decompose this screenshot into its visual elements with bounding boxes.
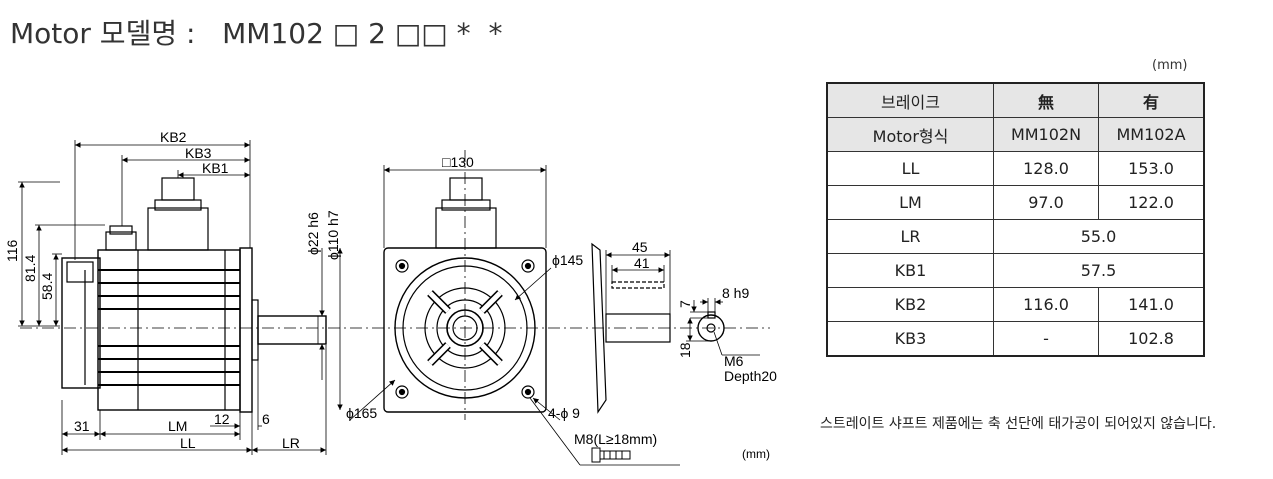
dim-41: 41 <box>634 255 650 271</box>
subheader-a: MM102A <box>1098 117 1205 152</box>
side-labels: KB2 KB3 KB1 116 81.4 58.4 ϕ22 h6 ϕ110 h7… <box>4 129 341 451</box>
shaft-note: 스트레이트 샤프트 제품에는 축 선단에 태가공이 되어있지 않습니다. <box>820 416 1217 432</box>
side-dimensions <box>18 140 343 455</box>
row-merged: 57.5 <box>993 253 1205 288</box>
table-row: LR 55.0 <box>826 219 1205 254</box>
table-row: KB1 57.5 <box>826 253 1205 288</box>
dim-58-4: 58.4 <box>39 273 55 300</box>
header-without: 無 <box>993 82 1099 118</box>
dim-7: 7 <box>677 300 693 308</box>
row-n: 128.0 <box>993 151 1099 186</box>
row-label: LR <box>826 219 994 254</box>
table-row: KB3 - 102.8 <box>826 321 1205 357</box>
row-a: 122.0 <box>1098 185 1205 220</box>
shaft-labels: 45 41 7 8 h9 18 M6 Depth20 (mm) <box>632 239 777 461</box>
shaft-dimensions <box>605 250 760 356</box>
dim-phi145: ϕ145 <box>552 252 583 268</box>
dim-kb1: KB1 <box>202 160 229 176</box>
side-view <box>20 177 770 413</box>
dim-holes: 4-ϕ 9 <box>548 405 580 421</box>
dimension-drawing: KB2 KB3 KB1 116 81.4 58.4 ϕ22 h6 ϕ110 h7… <box>4 129 777 466</box>
table-row: LM 97.0 122.0 <box>826 185 1205 220</box>
table-unit: (mm) <box>1152 58 1188 73</box>
row-label: KB3 <box>826 321 994 357</box>
page-title: Motor 모델명 : MM102 □ 2 □□ * * <box>10 17 503 50</box>
drawing-unit: (mm) <box>742 447 770 461</box>
front-dimensions <box>349 165 680 466</box>
subheader-type: Motor형식 <box>826 117 994 152</box>
table-header-row: 브레이크 無 有 <box>826 82 1205 118</box>
row-label: LM <box>826 185 994 220</box>
row-label: KB1 <box>826 253 994 288</box>
dim-m6: M6 <box>724 353 744 369</box>
row-a: 102.8 <box>1098 321 1205 357</box>
table-row: LL 128.0 153.0 <box>826 151 1205 186</box>
dim-31: 31 <box>74 418 90 434</box>
dim-lr: LR <box>282 435 300 451</box>
dim-12: 12 <box>214 411 230 427</box>
m8-bolt <box>591 447 631 463</box>
dim-phi22: ϕ22 h6 <box>305 212 321 255</box>
dim-kb3: KB3 <box>185 145 212 161</box>
dim-116: 116 <box>4 239 20 262</box>
dim-depth20: Depth20 <box>724 368 777 384</box>
row-a: 153.0 <box>1098 151 1205 186</box>
dim-phi110: ϕ110 h7 <box>325 210 341 260</box>
row-a: 141.0 <box>1098 287 1205 322</box>
dim-square-130: □130 <box>442 154 474 170</box>
dim-kb2: KB2 <box>160 129 187 145</box>
dim-phi165: ϕ165 <box>346 405 377 421</box>
dim-6: 6 <box>262 411 270 427</box>
dim-m8: M8(L≥18mm) <box>574 431 657 447</box>
spec-table: 브레이크 無 有 Motor형식 MM102N MM102A LL 128.0 … <box>826 82 1205 357</box>
table-subheader-row: Motor형식 MM102N MM102A <box>826 117 1205 152</box>
front-labels: □130 ϕ145 ϕ165 4-ϕ 9 M8(L≥18mm) <box>346 154 657 447</box>
dim-18: 18 <box>677 342 693 358</box>
subheader-n: MM102N <box>993 117 1099 152</box>
front-view <box>383 150 547 420</box>
table-row: KB2 116.0 141.0 <box>826 287 1205 322</box>
shaft-detail <box>591 242 725 414</box>
dim-81-4: 81.4 <box>22 255 38 282</box>
row-label: KB2 <box>826 287 994 322</box>
header-with: 有 <box>1098 82 1205 118</box>
dim-8h9: 8 h9 <box>722 285 749 301</box>
row-n: 116.0 <box>993 287 1099 322</box>
row-merged: 55.0 <box>993 219 1205 254</box>
dim-lm: LM <box>168 418 187 434</box>
dim-ll: LL <box>180 435 196 451</box>
row-n: - <box>993 321 1099 357</box>
header-brake: 브레이크 <box>826 82 994 118</box>
row-label: LL <box>826 151 994 186</box>
row-n: 97.0 <box>993 185 1099 220</box>
dim-45: 45 <box>632 239 648 255</box>
